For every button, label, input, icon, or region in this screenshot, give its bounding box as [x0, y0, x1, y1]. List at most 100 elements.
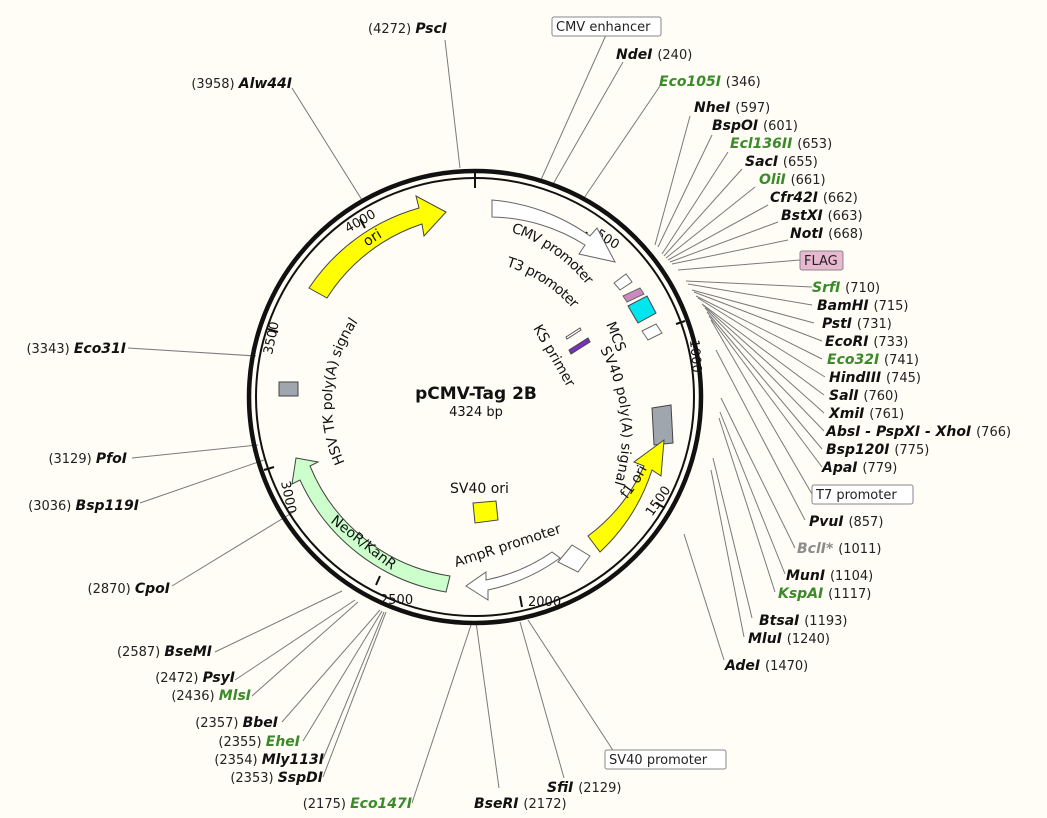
site-position: (2354) [214, 753, 261, 768]
restriction-site-label[interactable]: (3129) PfoI [48, 451, 127, 467]
restriction-site-label[interactable]: MluI (1240) [748, 631, 830, 647]
restriction-site-label[interactable]: BseRI (2172) [474, 796, 567, 812]
site-name: NotI [790, 226, 828, 242]
feature-cmv-promoter[interactable]: CMV promoter [491, 199, 616, 288]
feature-neo-kan-r[interactable]: NeoR/KanR [291, 457, 451, 593]
restriction-site-label[interactable]: (3036) Bsp119I [28, 498, 139, 514]
site-position: (741) [884, 353, 919, 368]
site-position: (3958) [191, 77, 238, 92]
feature-label-sv40-ori: SV40 ori [450, 481, 509, 497]
site-position: (2870) [88, 582, 135, 597]
site-name: BamHI [817, 298, 874, 314]
restriction-site-label[interactable]: (2353) SspDI [230, 770, 323, 786]
site-name: Mly113I [262, 752, 324, 768]
site-position: (2175) [303, 797, 350, 812]
site-position: (655) [783, 155, 818, 170]
restriction-site-label[interactable]: (2357) BbeI [195, 715, 278, 731]
restriction-site-label[interactable]: SfiI (2129) [547, 780, 621, 796]
site-name: PfoI [96, 451, 127, 467]
restriction-site-label[interactable]: NheI (597) [694, 100, 770, 116]
feature-amp-r[interactable]: AmpR promoter [452, 521, 563, 601]
feature-label-neo-kan-r: NeoR/KanR [328, 513, 400, 574]
restriction-site-label[interactable]: Eco32I (741) [827, 352, 919, 368]
feature-flag[interactable] [622, 287, 645, 303]
restriction-site-label[interactable]: Bsp120I (775) [826, 442, 929, 458]
boxed-label-flag[interactable]: FLAG [799, 250, 844, 271]
restriction-site-label[interactable]: BstXI (663) [781, 208, 863, 224]
restriction-site-label[interactable]: (4272) PscI [368, 21, 447, 37]
site-name: PscI [415, 21, 447, 37]
site-position: (1104) [830, 569, 873, 584]
site-name: CpoI [135, 581, 170, 597]
restriction-site-label[interactable]: SrfI (710) [812, 280, 880, 296]
site-name: HindIII [829, 370, 886, 386]
restriction-site-label[interactable]: (2175) Eco147I [303, 796, 412, 812]
restriction-site-label[interactable]: PstI (731) [822, 316, 892, 332]
boxed-label-text: CMV enhancer [556, 20, 651, 35]
site-position: (761) [869, 407, 904, 422]
restriction-site-label[interactable]: (3958) Alw44I [191, 76, 292, 92]
feature-ori[interactable]: ori [308, 195, 447, 299]
site-name: BseMI [164, 644, 212, 660]
restriction-site-label[interactable]: XmiI (761) [828, 406, 904, 422]
restriction-site-label[interactable]: (2587) BseMI [117, 644, 212, 660]
restriction-site-label[interactable]: Cfr42I (662) [770, 190, 858, 206]
tick-label: 3500 [261, 320, 283, 355]
restriction-site-label[interactable]: BamHI (715) [817, 298, 908, 314]
restriction-site-label[interactable]: Ecl136II (653) [730, 136, 832, 152]
restriction-site-label[interactable]: (3343) Eco31I [26, 341, 126, 357]
feature-ks-primer[interactable]: KS primer [530, 322, 591, 390]
restriction-site-label[interactable]: MunI (1104) [786, 568, 873, 584]
boxed-label-sv40-promoter[interactable]: SV40 promoter [604, 749, 727, 770]
restriction-site-label[interactable]: KspAI (1117) [778, 586, 871, 602]
boxed-label-t7-promoter[interactable]: T7 promoter [811, 484, 914, 505]
restriction-site-label[interactable]: (2355) EheI [218, 734, 300, 750]
leader-lines [127, 34, 826, 804]
restriction-site-label[interactable]: ApaI (779) [821, 460, 897, 476]
restriction-site-label[interactable]: AdeI (1470) [724, 658, 808, 674]
restriction-site-label[interactable]: SalI (760) [829, 388, 898, 404]
site-position: (661) [791, 173, 826, 188]
site-name: XmiI [828, 406, 869, 422]
site-name: AbsI - PspXI - XhoI [825, 424, 976, 440]
site-position: (3343) [26, 342, 73, 357]
site-position: (240) [657, 48, 692, 63]
site-name: SacI [745, 154, 783, 170]
restriction-site-label[interactable]: Eco105I (346) [659, 74, 761, 90]
restriction-site-label[interactable]: NdeI (240) [616, 47, 692, 63]
site-name: Cfr42I [770, 190, 823, 206]
site-position: (653) [797, 137, 832, 152]
feature-hsv-tk-polya[interactable]: HSV TK poly(A) signal [278, 315, 361, 467]
site-position: (1470) [765, 659, 808, 674]
site-position: (2172) [523, 797, 566, 812]
restriction-site-label[interactable]: EcoRI (733) [825, 334, 908, 350]
site-name: BtsaI [759, 613, 804, 629]
feature-sv40-ori[interactable]: SV40 ori [450, 481, 509, 524]
restriction-site-label[interactable]: (2472) PsyI [155, 670, 235, 686]
restriction-site-label[interactable]: OliI (661) [759, 172, 826, 188]
restriction-site-label[interactable]: (2354) Mly113I [214, 752, 324, 768]
site-name: NheI [694, 100, 735, 116]
site-position: (2436) [171, 689, 218, 704]
site-position: (733) [873, 335, 908, 350]
site-name: MluI [748, 631, 787, 647]
map-title: pCMV-Tag 2B [415, 384, 537, 404]
site-position: (779) [862, 461, 897, 476]
restriction-site-label[interactable]: AbsI - PspXI - XhoI (766) [825, 424, 1011, 440]
restriction-site-label[interactable]: HindIII (745) [829, 370, 921, 386]
restriction-site-label[interactable]: BclI* (1011) [797, 541, 881, 557]
site-name: PsyI [203, 670, 235, 686]
feature-t7-promoter[interactable] [641, 323, 663, 341]
restriction-site-label[interactable]: (2870) CpoI [88, 581, 171, 597]
site-name: SspDI [278, 770, 323, 786]
boxed-label-cmv-enhancer[interactable]: CMV enhancer [551, 16, 662, 37]
restriction-site-label[interactable]: NotI (668) [790, 226, 863, 242]
restriction-site-label[interactable]: BspOI (601) [712, 118, 798, 134]
restriction-site-label[interactable]: PvuI (857) [809, 514, 883, 530]
restriction-site-label[interactable]: (2436) MlsI [171, 688, 251, 704]
site-name: BbeI [243, 715, 278, 731]
restriction-site-label[interactable]: BtsaI (1193) [759, 613, 847, 629]
restriction-site-label[interactable]: SacI (655) [745, 154, 818, 170]
feature-amp-r-promoter[interactable] [557, 544, 591, 573]
backbone-outer [246, 168, 704, 626]
